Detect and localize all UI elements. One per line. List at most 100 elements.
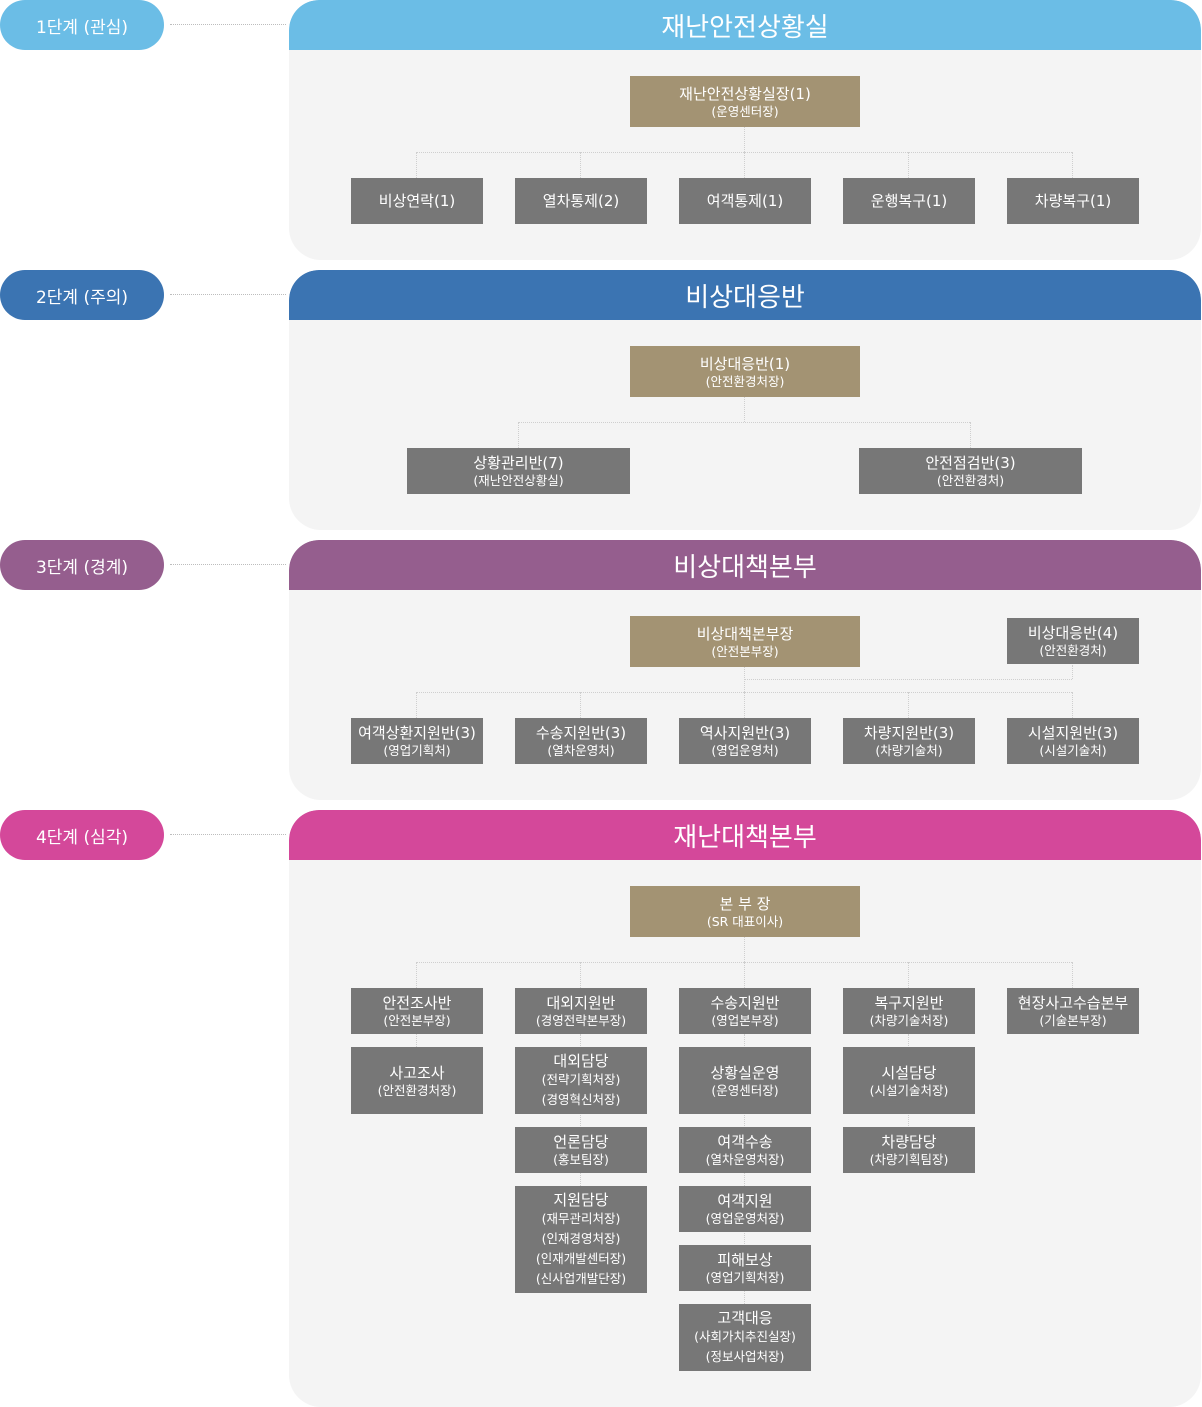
duty-title: 고객대응 <box>717 1308 773 1327</box>
stage-2-header: 비상대응반 <box>289 270 1201 320</box>
org-head-title: 비상대책본부장 <box>696 624 794 643</box>
duty-title: 상황실운영 <box>710 1063 780 1082</box>
connector-line <box>416 962 417 988</box>
connector-line <box>1072 152 1073 178</box>
duty-title: 차량담당 <box>881 1133 937 1151</box>
connector-line <box>970 422 971 448</box>
unit-title: 비상연락(1) <box>378 192 456 210</box>
connector-line <box>580 962 581 988</box>
duty-box: 고객대응(사회가치추진실장) (정보사업처장) <box>679 1304 811 1371</box>
team-sub: (기술본부장) <box>1039 1013 1107 1028</box>
duty-title: 사고조사 <box>389 1063 445 1082</box>
unit-box: 여객통제(1) <box>679 178 811 224</box>
unit-title: 여객상환지원반(3) <box>358 724 476 742</box>
org-head-sub: (안전환경처장) <box>705 373 785 389</box>
unit-title: 시설지원반(3) <box>1027 724 1119 742</box>
unit-title: 수송지원반(3) <box>535 724 627 742</box>
unit-box: 열차통제(2) <box>515 178 647 224</box>
stage-4-connector <box>170 834 286 835</box>
connector-line <box>580 152 581 178</box>
duty-box: 사고조사(안전환경처장) <box>351 1047 483 1114</box>
stage-3-pill: 3단계 (경계) <box>0 540 164 590</box>
duty-sub: (재무관리처장) (인재경영처장) (인재개발센터장) (신사업개발단장) <box>535 1210 627 1286</box>
unit-title: 비상대응반(4) <box>1027 624 1119 642</box>
connector-line <box>1072 665 1073 679</box>
stage-3-panel: 비상대책본부 비상대책본부장 (안전본부장) 비상대응반(4) (안전환경처) … <box>289 540 1201 800</box>
stage-3-header: 비상대책본부 <box>289 540 1201 590</box>
connector-line <box>416 152 417 178</box>
unit-sub: (안전환경처) <box>936 473 1005 488</box>
stage-2-title: 비상대응반 <box>685 282 805 313</box>
connector-line <box>518 422 519 448</box>
org-head-title: 재난안전상황실장(1) <box>679 84 811 103</box>
unit-title: 상황관리반(7) <box>473 454 564 472</box>
org-head-box: 비상대책본부장 (안전본부장) <box>630 616 860 667</box>
duty-title: 여객지원 <box>717 1192 773 1210</box>
duty-box: 대외담당(전략기획처장) (경영혁신처장) <box>515 1047 647 1114</box>
unit-title: 차량지원반(3) <box>863 724 955 742</box>
connector-line <box>744 127 745 152</box>
unit-sub: (영업운영처) <box>711 743 779 758</box>
duty-sub: (안전환경처장) <box>377 1082 457 1098</box>
unit-box: 운행복구(1) <box>843 178 975 224</box>
unit-sub: (차량기술처) <box>875 743 943 758</box>
unit-sub: (영업기획처) <box>383 743 451 758</box>
org-head-sub: (운영센터장) <box>711 103 779 119</box>
connector-line <box>744 679 1072 680</box>
duty-sub: (운영센터장) <box>711 1082 779 1098</box>
team-box: 복구지원반(차량기술처장) <box>843 988 975 1034</box>
connector-line <box>744 397 745 422</box>
connector-line <box>416 1034 417 1047</box>
stage-4-header: 재난대책본부 <box>289 810 1201 860</box>
team-sub: (영업본부장) <box>711 1013 779 1028</box>
duty-title: 피해보상 <box>717 1251 773 1269</box>
duty-sub: (전략기획처장) (경영혁신처장) <box>541 1071 621 1107</box>
connector-line <box>518 422 970 423</box>
unit-sub: (재난안전상황실) <box>473 473 564 488</box>
duty-title: 언론담당 <box>553 1133 609 1151</box>
stage-3-label: 3단계 (경계) <box>35 557 129 578</box>
connector-line <box>908 152 909 178</box>
stage-2-pill: 2단계 (주의) <box>0 270 164 320</box>
duty-box: 차량담당(차량기획팀장) <box>843 1127 975 1173</box>
org-head-box: 비상대응반(1) (안전환경처장) <box>630 346 860 397</box>
unit-box: 여객상환지원반(3)(영업기획처) <box>351 718 483 764</box>
duty-sub: (홍보팀장) <box>553 1152 609 1167</box>
org-head-sub: (SR 대표이사) <box>706 913 784 929</box>
stage-2-connector <box>170 294 286 295</box>
stage-4-label: 4단계 (심각) <box>35 827 129 848</box>
stage-3-title: 비상대책본부 <box>673 552 817 583</box>
unit-title: 안전점검반(3) <box>925 454 1016 472</box>
stage-1-connector <box>170 24 286 25</box>
unit-box: 안전점검반(3) (안전환경처) <box>859 448 1082 494</box>
duty-title: 시설담당 <box>881 1063 937 1082</box>
connector-line <box>744 152 745 178</box>
stage-4-title: 재난대책본부 <box>673 822 817 853</box>
team-title: 수송지원반 <box>710 994 780 1012</box>
connector-line <box>744 962 745 988</box>
org-head-sub: (안전본부장) <box>711 643 779 659</box>
org-head-box: 재난안전상황실장(1) (운영센터장) <box>630 76 860 127</box>
team-box: 수송지원반(영업본부장) <box>679 988 811 1034</box>
connector-line <box>744 692 745 718</box>
org-head-title: 비상대응반(1) <box>699 354 791 373</box>
stage-1-label: 1단계 (관심) <box>35 17 129 38</box>
duty-sub: (영업기획처장) <box>705 1270 785 1285</box>
duty-title: 지원담당 <box>553 1190 609 1209</box>
unit-title: 차량복구(1) <box>1034 192 1112 210</box>
team-sub: (안전본부장) <box>383 1013 451 1028</box>
stage-1-panel: 재난안전상황실 재난안전상황실장(1) (운영센터장) 비상연락(1) 열차통제… <box>289 0 1201 260</box>
team-sub: (경영전략본부장) <box>535 1013 627 1028</box>
team-box: 안전조사반(안전본부장) <box>351 988 483 1034</box>
duty-box: 상황실운영(운영센터장) <box>679 1047 811 1114</box>
duty-sub: (시설기술처장) <box>869 1082 949 1098</box>
team-box: 현장사고수습본부(기술본부장) <box>1007 988 1139 1034</box>
duty-box: 언론담당(홍보팀장) <box>515 1127 647 1173</box>
unit-sub: (시설기술처) <box>1039 743 1107 758</box>
unit-box: 역사지원반(3)(영업운영처) <box>679 718 811 764</box>
unit-box: 상황관리반(7) (재난안전상황실) <box>407 448 630 494</box>
unit-box: 시설지원반(3)(시설기술처) <box>1007 718 1139 764</box>
org-head-box: 본 부 장 (SR 대표이사) <box>630 886 860 937</box>
team-box: 대외지원반(경영전략본부장) <box>515 988 647 1034</box>
stage-2-label: 2단계 (주의) <box>35 287 129 308</box>
